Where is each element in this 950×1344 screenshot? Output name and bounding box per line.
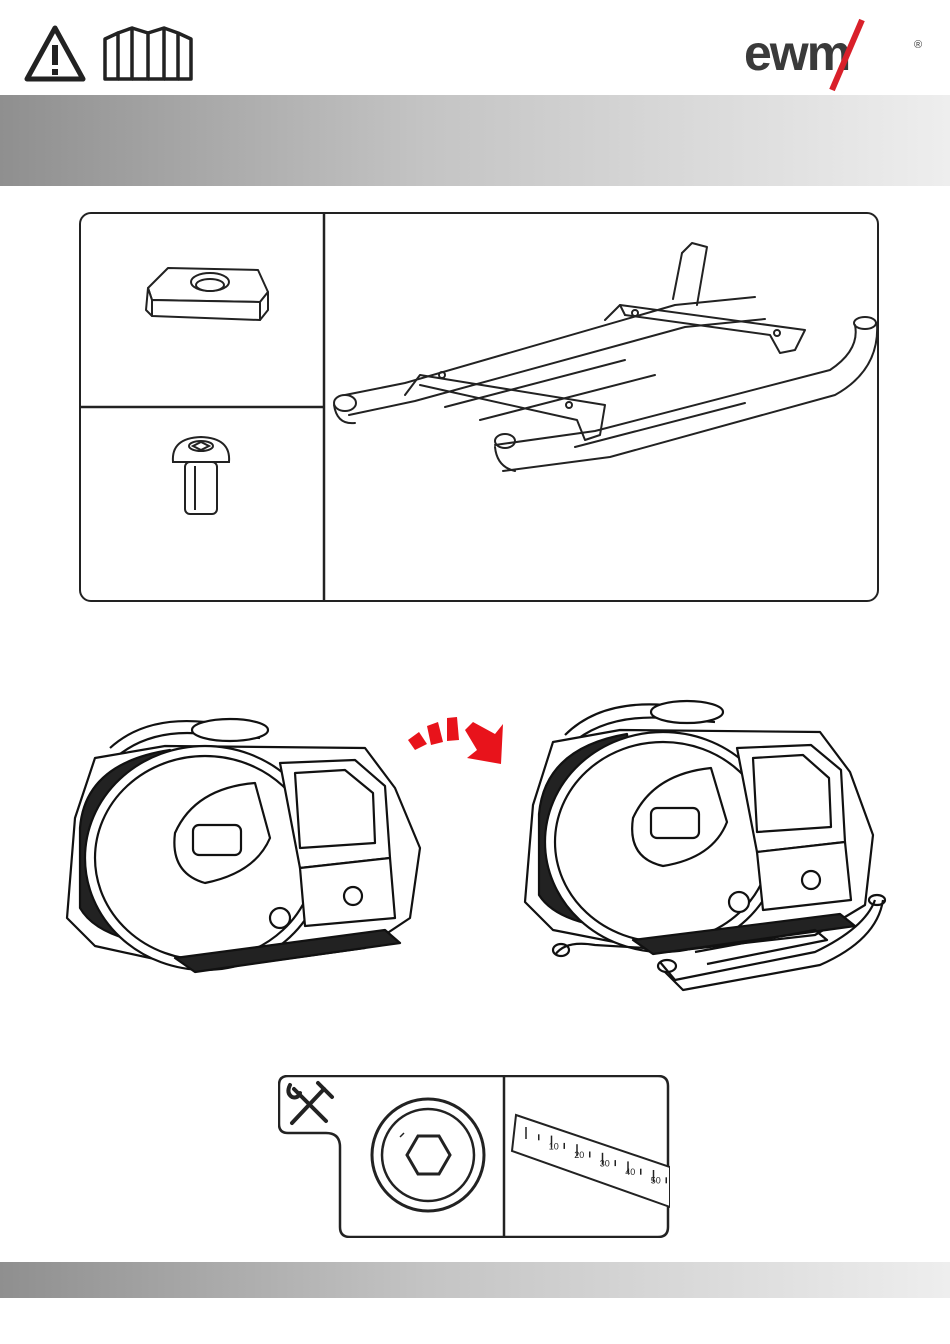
ruler-label: 30: [600, 1159, 610, 1169]
button-head-screw-icon: [165, 432, 240, 522]
logo-text: ewm: [744, 25, 849, 81]
warning-triangle-icon: [24, 25, 86, 83]
transition-arrow-icon: [405, 712, 505, 770]
footer-band: [0, 1262, 950, 1298]
ruler-label: 20: [574, 1150, 584, 1160]
header-band: [0, 95, 950, 186]
skid-frame-icon: [325, 235, 885, 495]
wire-feeder-with-skids-image: [515, 690, 895, 995]
tools-panel: 10 20 30 40 50: [278, 1075, 670, 1238]
registered-mark: ®: [914, 39, 922, 51]
ruler-label: 10: [549, 1141, 559, 1151]
wire-feeder-before-image: [55, 708, 440, 983]
square-nut-icon: [140, 258, 275, 330]
manual-book-icon: [102, 25, 194, 83]
ruler-label: 50: [651, 1176, 661, 1186]
ruler-label: 40: [625, 1167, 635, 1177]
ewm-logo: ewm ®: [744, 18, 929, 93]
